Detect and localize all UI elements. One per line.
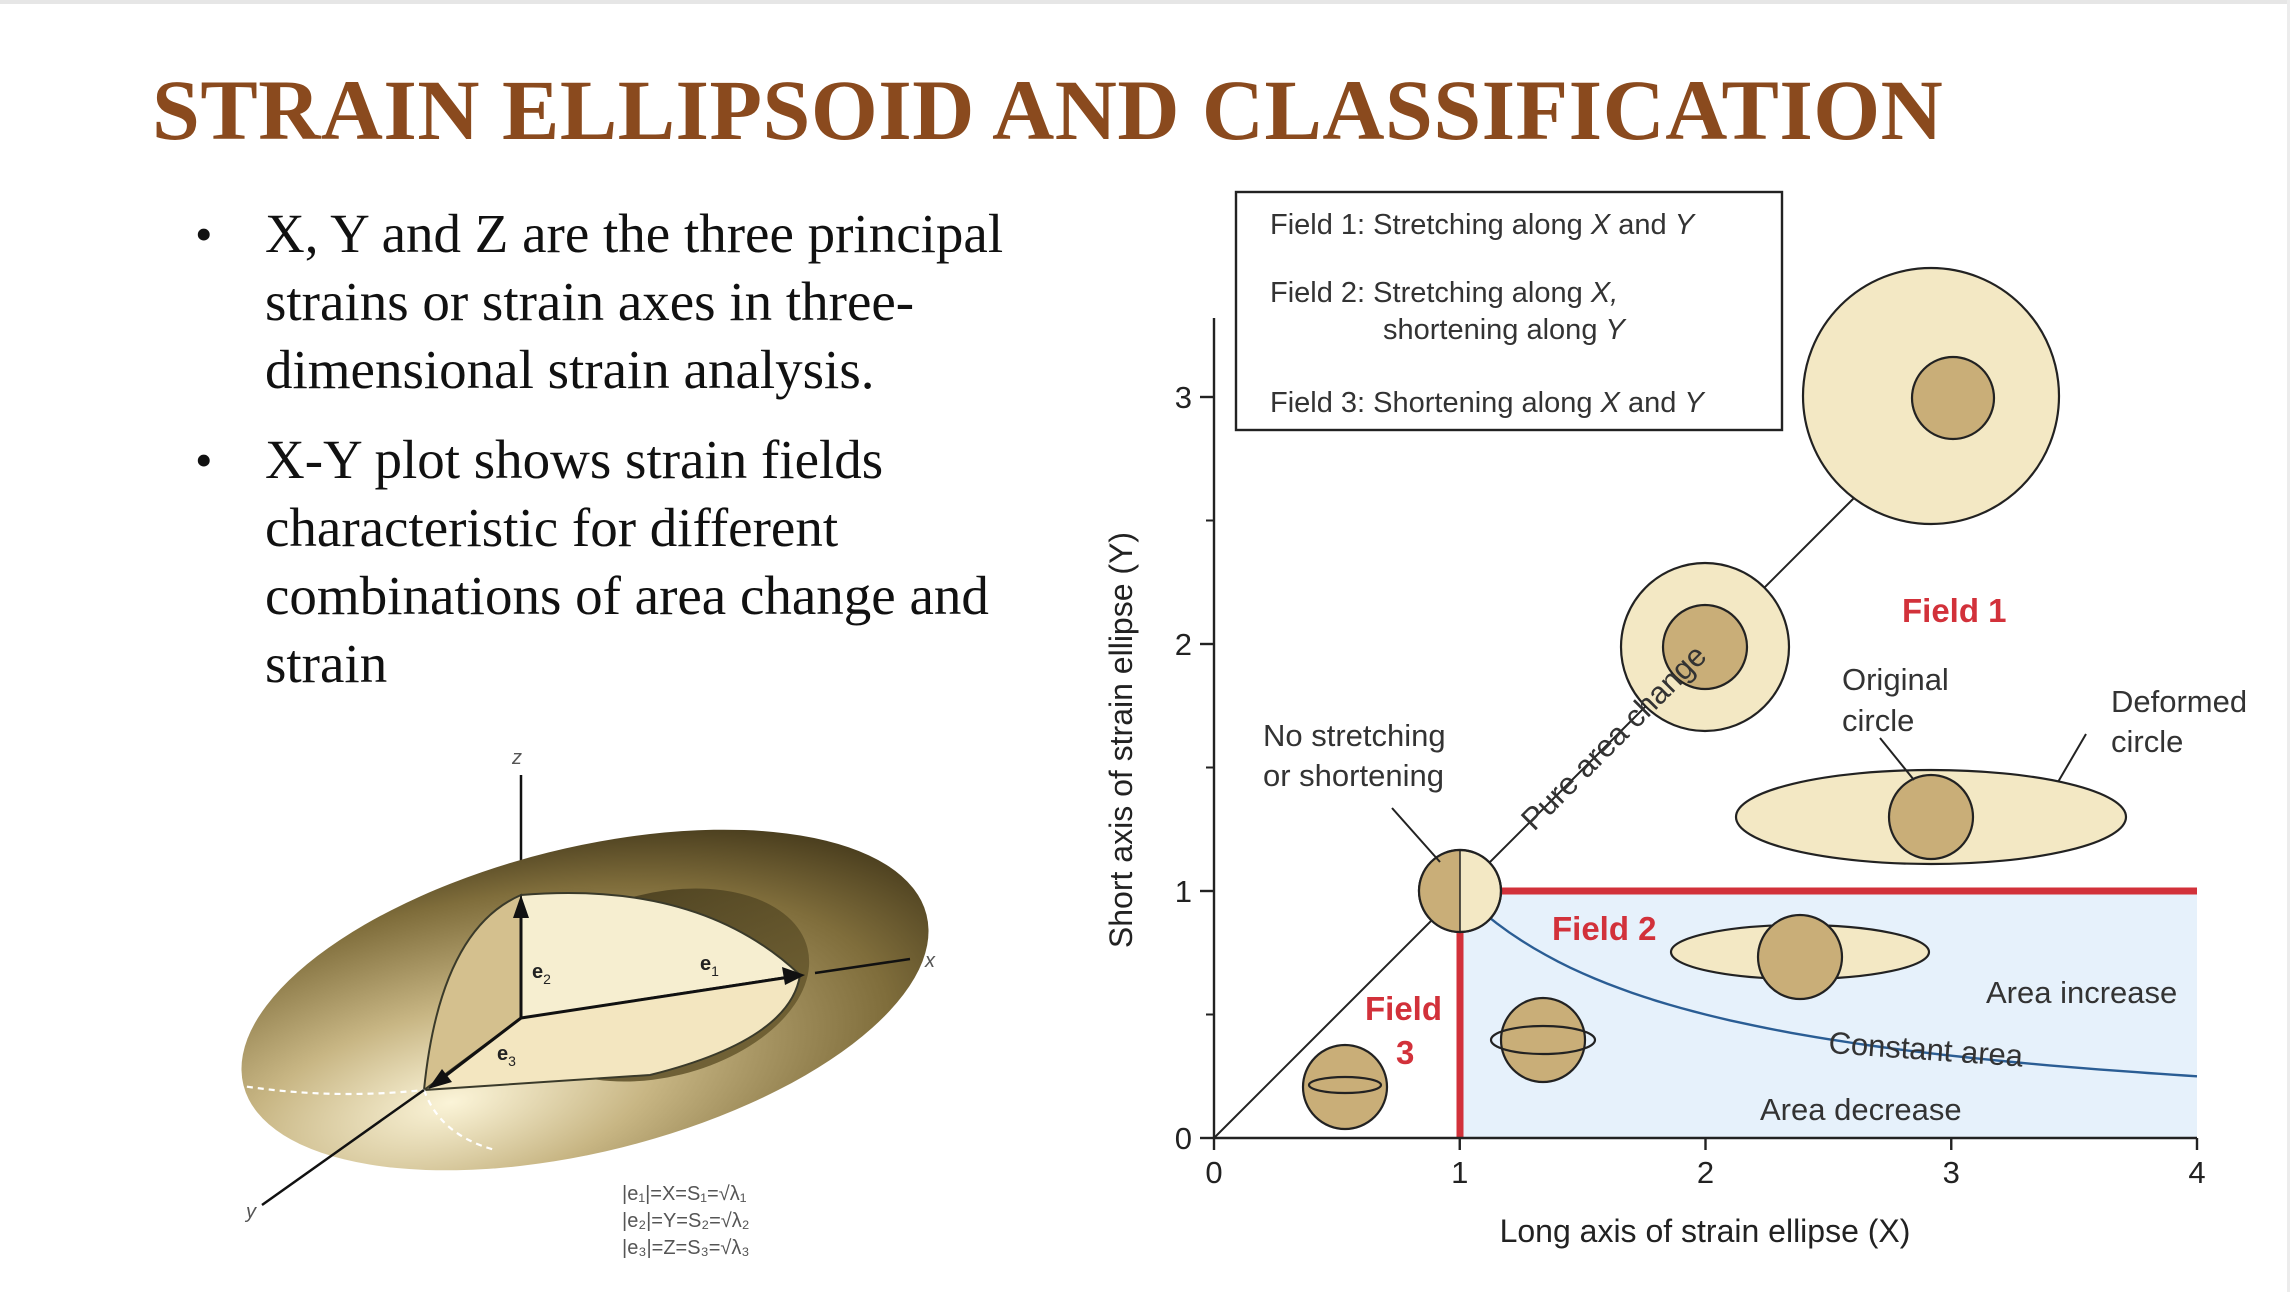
hidden-outline (422, 1089, 496, 1152)
y-tick-label: 2 (1175, 627, 1192, 662)
legend-field3: Field 3: Shortening along X and Y (1270, 387, 1706, 419)
x-axis-title: Long axis of strain ellipse (X) (1500, 1213, 1911, 1249)
leader-deformed-circle (2057, 733, 2087, 783)
legend-box (1234, 190, 1784, 432)
field2-deformed-ellipse (1669, 923, 1931, 981)
unit-circle-outline (1417, 848, 1503, 934)
top-border (0, 0, 2290, 4)
strain-ellipsoid-figure: z x y e2 e1 e3 |e₁|=X=S₁=√λ₁ |e₂|=Y=S₂=√… (235, 747, 936, 1259)
z-axis-label: z (511, 747, 522, 769)
label-no-stretching-1: No stretching (1263, 718, 1446, 753)
x-tick-label: 1 (1451, 1155, 1468, 1190)
hidden-outline (235, 1083, 425, 1096)
label-constant-area: Constant area (1828, 1025, 2025, 1074)
bullet-dot: • (195, 206, 213, 262)
y-axis-title: Short axis of strain ellipse (Y) (1103, 532, 1139, 948)
e1-label: e1 (700, 953, 719, 979)
field2-region (1460, 891, 2197, 1138)
x-tick-label: 4 (2188, 1155, 2205, 1190)
pure-area-original-circle (1661, 603, 1749, 691)
bullet-list: • X, Y and Z are the three principal str… (195, 200, 1095, 720)
y-tick-label: 3 (1175, 380, 1192, 415)
field2-original-circle (1756, 913, 1844, 1001)
ellipsoid-face-top (520, 892, 803, 1020)
formula-e3: |e₃|=Z=S₃=√λ₃ (622, 1237, 750, 1259)
field1-deformed-circle-large (1801, 266, 2061, 526)
y-tick-label: 1 (1175, 874, 1192, 909)
leader-no-stretching (1391, 807, 1441, 863)
field3-label-line1: Field (1365, 990, 1442, 1027)
formula-e2: |e₂|=Y=S₂=√λ₂ (622, 1210, 750, 1232)
constant-area-original-circle (1499, 996, 1587, 1084)
y-tick-group: 0 1 2 3 (1175, 380, 1214, 1156)
field3-original-circle (1301, 1043, 1389, 1131)
label-no-stretching-2: or shortening (1263, 758, 1444, 793)
unit-circle (1417, 848, 1503, 934)
field1-deformed-ellipse (1734, 768, 2128, 866)
ellipsoid-face-bottom (420, 973, 802, 1092)
legend-field1: Field 1: Stretching along X and Y (1270, 209, 1697, 241)
label-deformed-2: circle (2111, 724, 2183, 759)
bullet-text: X-Y plot shows strain fields characteris… (265, 429, 989, 694)
label-deformed-1: Deformed (2111, 684, 2247, 719)
right-border (2287, 0, 2290, 1292)
pure-area-change-line (1213, 489, 1863, 1139)
ellipsoid-face-side (422, 893, 522, 1093)
y-axis-label: y (244, 1201, 257, 1223)
legend-field2-line1: Field 2: Stretching along X, (1270, 277, 1618, 309)
e1-arrowhead (782, 967, 805, 985)
field3-deformed-ellipse (1307, 1075, 1383, 1095)
x-tick-label: 0 (1205, 1155, 1222, 1190)
constant-area-curve (1458, 890, 2198, 1078)
label-original-1: Original (1842, 662, 1949, 697)
e1-vector (520, 975, 791, 1020)
e3-vector (439, 1016, 522, 1082)
bullet-item: • X, Y and Z are the three principal str… (195, 200, 1095, 404)
field2-label: Field 2 (1552, 910, 1657, 947)
field3-label-line2: 3 (1396, 1034, 1414, 1071)
constant-area-deformed-ellipse (1489, 1024, 1597, 1056)
unit-circle-half (1419, 850, 1460, 932)
bullet-text: X, Y and Z are the three principal strai… (265, 203, 1004, 400)
y-tick-label: 0 (1175, 1121, 1192, 1156)
e2-arrowhead (513, 895, 529, 918)
slide-title: STRAIN ELLIPSOID AND CLASSIFICATION (152, 62, 1944, 158)
label-area-increase: Area increase (1986, 975, 2177, 1010)
x-tick-group: 0 1 2 3 4 (1205, 1138, 2206, 1190)
label-pure-area-change: Pure area change (1514, 638, 1713, 837)
field1-label: Field 1 (1902, 592, 2007, 629)
x-tick-label: 2 (1697, 1155, 1714, 1190)
e3-arrowhead (428, 1069, 452, 1089)
x-axis-label: x (924, 950, 936, 972)
y-axis-line (261, 1088, 425, 1207)
e3-label: e3 (497, 1043, 516, 1069)
e2-label: e2 (532, 961, 551, 987)
x-tick-label: 3 (1943, 1155, 1960, 1190)
formula-e1: |e₁|=X=S₁=√λ₁ (622, 1183, 747, 1205)
bullet-dot: • (195, 432, 213, 488)
legend-field2-line2: shortening along Y (1383, 314, 1628, 346)
label-original-2: circle (1842, 703, 1914, 738)
chart-plot: 0 1 2 3 4 0 1 2 3 Long axis of strain ellipse (… (1103, 190, 2247, 1249)
bullet-item: • X-Y plot shows strain fields character… (195, 426, 1095, 698)
field1-original-circle-large (1910, 355, 1996, 441)
x-axis-line (814, 957, 911, 975)
pure-area-deformed-circle (1619, 561, 1791, 733)
label-area-decrease: Area decrease (1760, 1092, 1962, 1127)
leader-original-circle (1879, 737, 1915, 781)
field1-original-circle (1887, 773, 1975, 861)
